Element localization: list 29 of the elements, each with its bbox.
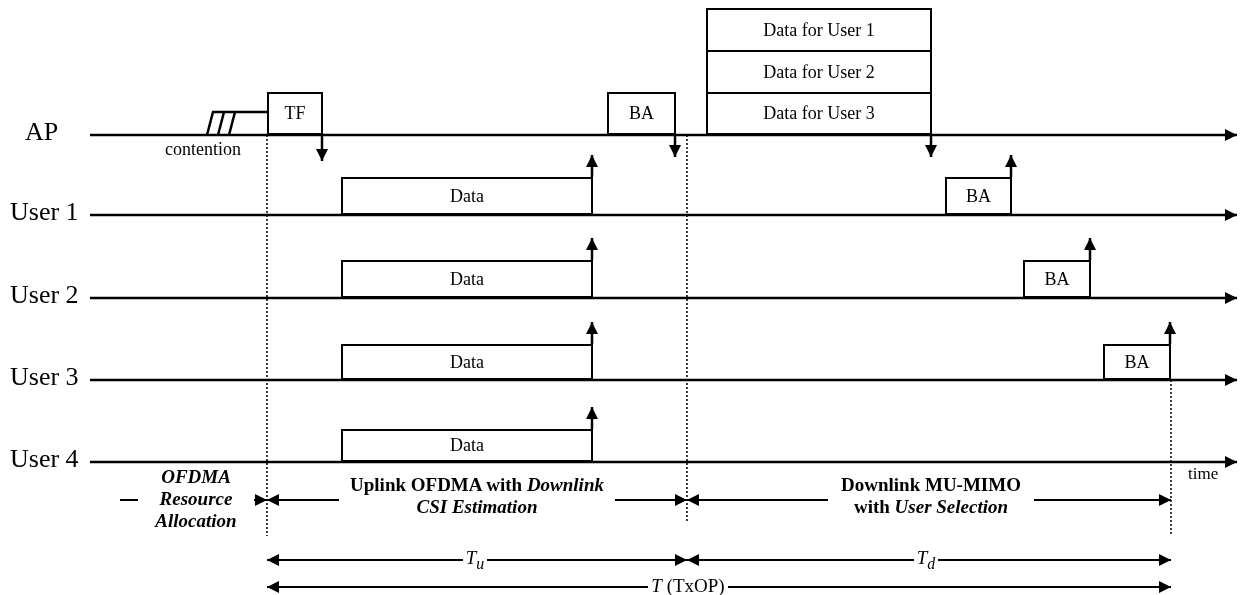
frame-box: BA xyxy=(945,177,1012,215)
arrow xyxy=(1005,155,1017,177)
data-frame-box: Data for User 3 xyxy=(706,92,932,135)
arrow xyxy=(586,155,598,177)
frame-box: BA xyxy=(607,92,676,135)
frame-box: BA xyxy=(1023,260,1091,298)
data-frame-box: Data xyxy=(341,177,593,215)
data-frame-box: Data xyxy=(341,260,593,298)
axis-label: time xyxy=(1188,464,1219,484)
data-frame-box: Data xyxy=(341,344,593,380)
arrow xyxy=(586,407,598,429)
frame-box: BA xyxy=(1103,344,1171,380)
row-label: User 3 xyxy=(10,362,79,392)
arrow xyxy=(586,322,598,344)
row-label: User 4 xyxy=(10,444,79,474)
arrow xyxy=(586,238,598,260)
frame-box: TF xyxy=(267,92,323,135)
data-frame-box: Data for User 2 xyxy=(706,50,932,94)
row-label: AP xyxy=(25,117,59,147)
data-frame-box: Data xyxy=(341,429,593,462)
annotation-text: contention xyxy=(165,139,241,160)
row-label: User 1 xyxy=(10,197,79,227)
row-label: User 2 xyxy=(10,280,79,310)
data-frame-box: Data for User 1 xyxy=(706,8,932,52)
arrow xyxy=(1164,322,1176,344)
arrow xyxy=(669,135,681,157)
arrow xyxy=(316,135,328,161)
arrow xyxy=(925,135,937,157)
arrow xyxy=(1084,238,1096,260)
